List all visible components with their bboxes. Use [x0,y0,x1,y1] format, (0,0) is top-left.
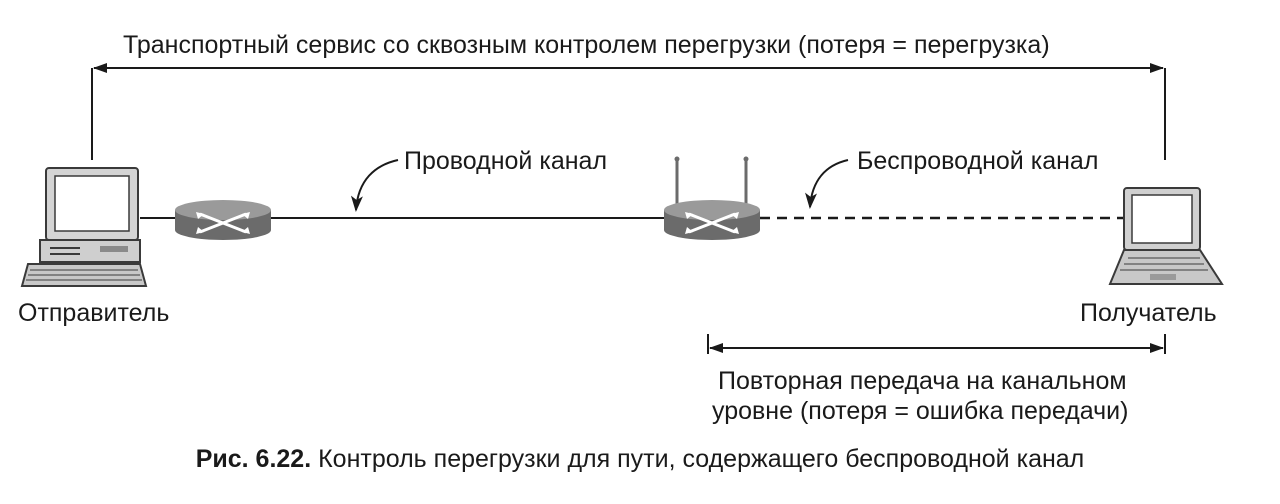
receiver-label: Получатель [1080,299,1217,327]
laptop-icon [1108,187,1224,285]
wireless-router-icon [664,156,760,240]
figure-caption-text: Контроль перегрузки для пути, содержащег… [311,445,1085,473]
desktop-computer-icon [20,167,148,287]
wired-link-label: Проводной канал [404,147,608,175]
figure-number: Рис. 6.22. [195,445,312,473]
sender-label: Отправитель [18,299,170,327]
wired-pointer-arrow [350,159,399,212]
wireless-pointer-arrow [805,159,849,209]
figure-caption: Рис. 6.22. Контроль перегрузки для пути,… [0,444,1280,474]
link-layer-span [707,334,1166,354]
end-to-end-span [91,63,1166,160]
retransmission-label-line2: уровне (потеря = ошибка передачи) [712,397,1129,425]
router-icon [175,200,271,240]
transport-service-label: Транспортный сервис со сквозным контроле… [123,31,1050,59]
retransmission-label-line1: Повторная передача на канальном [718,367,1127,395]
wireless-link-label: Беспроводной канал [857,147,1099,175]
